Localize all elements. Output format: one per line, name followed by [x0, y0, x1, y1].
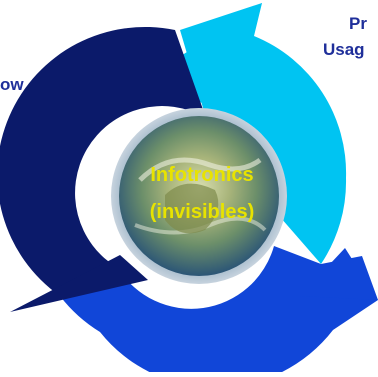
right-label-line1: Pr — [349, 14, 367, 33]
globe-cloud-2 — [134, 216, 267, 235]
arrow-dark-segment — [0, 26, 206, 296]
center-label-line1: Infotronics — [150, 164, 253, 186]
arrow-mid-head — [300, 248, 378, 300]
right-label-line2: Usag — [323, 40, 365, 59]
globe-cloud-1 — [138, 157, 262, 182]
center-label-line2: (invisibles) — [150, 201, 254, 223]
left-label: ow — [0, 75, 24, 94]
arrow-mid-segment — [60, 246, 378, 377]
arrow-dark-head — [10, 255, 148, 312]
globe-landmass — [165, 183, 219, 234]
